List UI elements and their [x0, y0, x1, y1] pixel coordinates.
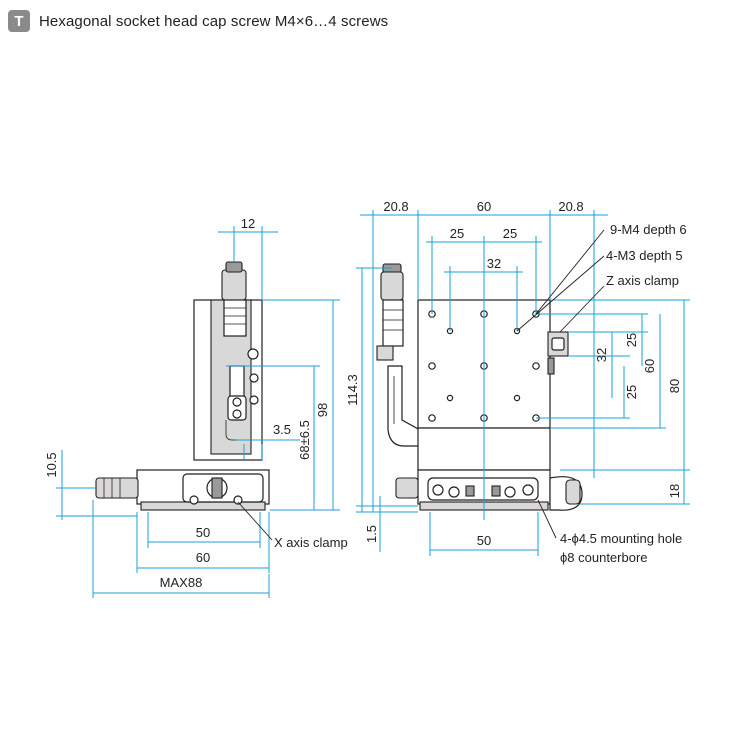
side-dim-68: 68±6.5	[297, 420, 312, 460]
front-dim-60-right: 60	[642, 359, 657, 373]
front-dim-32: 32	[487, 256, 501, 271]
front-dim-25-right-bottom: 25	[624, 385, 639, 399]
front-micrometer-sleeve	[382, 299, 404, 347]
front-dim-114-3: 114.3	[345, 374, 360, 406]
front-x-micrometer	[395, 477, 419, 499]
front-side-bracket	[387, 365, 421, 447]
side-dim-3-5: 3.5	[273, 422, 291, 437]
front-z-clamp-knob	[551, 337, 565, 351]
side-micrometer-sleeve	[223, 299, 247, 337]
header-text: Hexagonal socket head cap screw M4×6…4 s…	[39, 12, 389, 30]
front-label-m3: 4-M3 depth 5	[606, 248, 683, 263]
front-micrometer-mount	[376, 345, 394, 361]
front-label-mounting-hole: 4-ϕ4.5 mounting hole	[560, 531, 682, 546]
front-dim-50: 50	[477, 533, 491, 548]
side-dim-10-5: 10.5	[44, 452, 59, 477]
side-view: 12 98 68±6.5 3.5 10.5 50 60 MAX88	[44, 216, 348, 598]
side-x-clamp-slot	[211, 477, 223, 499]
side-dim-60: 60	[196, 550, 210, 565]
side-dim-max88: MAX88	[160, 575, 203, 590]
front-dim-32-right: 32	[594, 348, 609, 362]
front-dim-80: 80	[667, 379, 682, 393]
side-base-screw	[233, 495, 243, 505]
side-base-foot	[140, 501, 266, 511]
side-x-axis-clamp-label: X axis clamp	[274, 535, 348, 550]
front-dim-60: 60	[477, 199, 491, 214]
side-clamp-knob	[247, 348, 259, 360]
side-screw	[249, 395, 259, 405]
side-bracket-edge	[225, 420, 262, 441]
header: T Hexagonal socket head cap screw M4×6…4…	[8, 8, 388, 34]
front-micrometer-head	[380, 271, 404, 301]
front-dim-1-5: 1.5	[364, 525, 379, 543]
front-dim-25-right-top: 25	[624, 333, 639, 347]
side-micrometer-head	[221, 269, 247, 301]
front-dim-18: 18	[667, 484, 682, 498]
front-label-counterbore: ϕ8 counterbore	[560, 550, 648, 565]
front-dim-20-8-left: 20.8	[383, 199, 408, 214]
front-z-clamp-tab	[547, 357, 555, 375]
side-dim-50: 50	[196, 525, 210, 540]
side-x-micrometer	[95, 477, 139, 499]
side-dim-12: 12	[241, 216, 255, 231]
t-badge-icon: T	[8, 10, 30, 32]
front-label-m4: 9-M4 depth 6	[610, 222, 687, 237]
side-lock-screw	[232, 409, 242, 419]
side-base-screw	[189, 495, 199, 505]
side-dim-98: 98	[315, 403, 330, 417]
front-view: 20.8 60 20.8 25 25 32 114.3 1.5 25 32	[345, 199, 690, 565]
front-dim-25-left: 25	[450, 226, 464, 241]
side-lock-screw	[232, 397, 242, 407]
side-screw	[249, 373, 259, 383]
side-micrometer-cap	[225, 261, 243, 273]
front-dim-25-right: 25	[503, 226, 517, 241]
front-dim-20-8-right: 20.8	[558, 199, 583, 214]
front-label-z-clamp: Z axis clamp	[606, 273, 679, 288]
front-base-plate	[427, 477, 539, 501]
